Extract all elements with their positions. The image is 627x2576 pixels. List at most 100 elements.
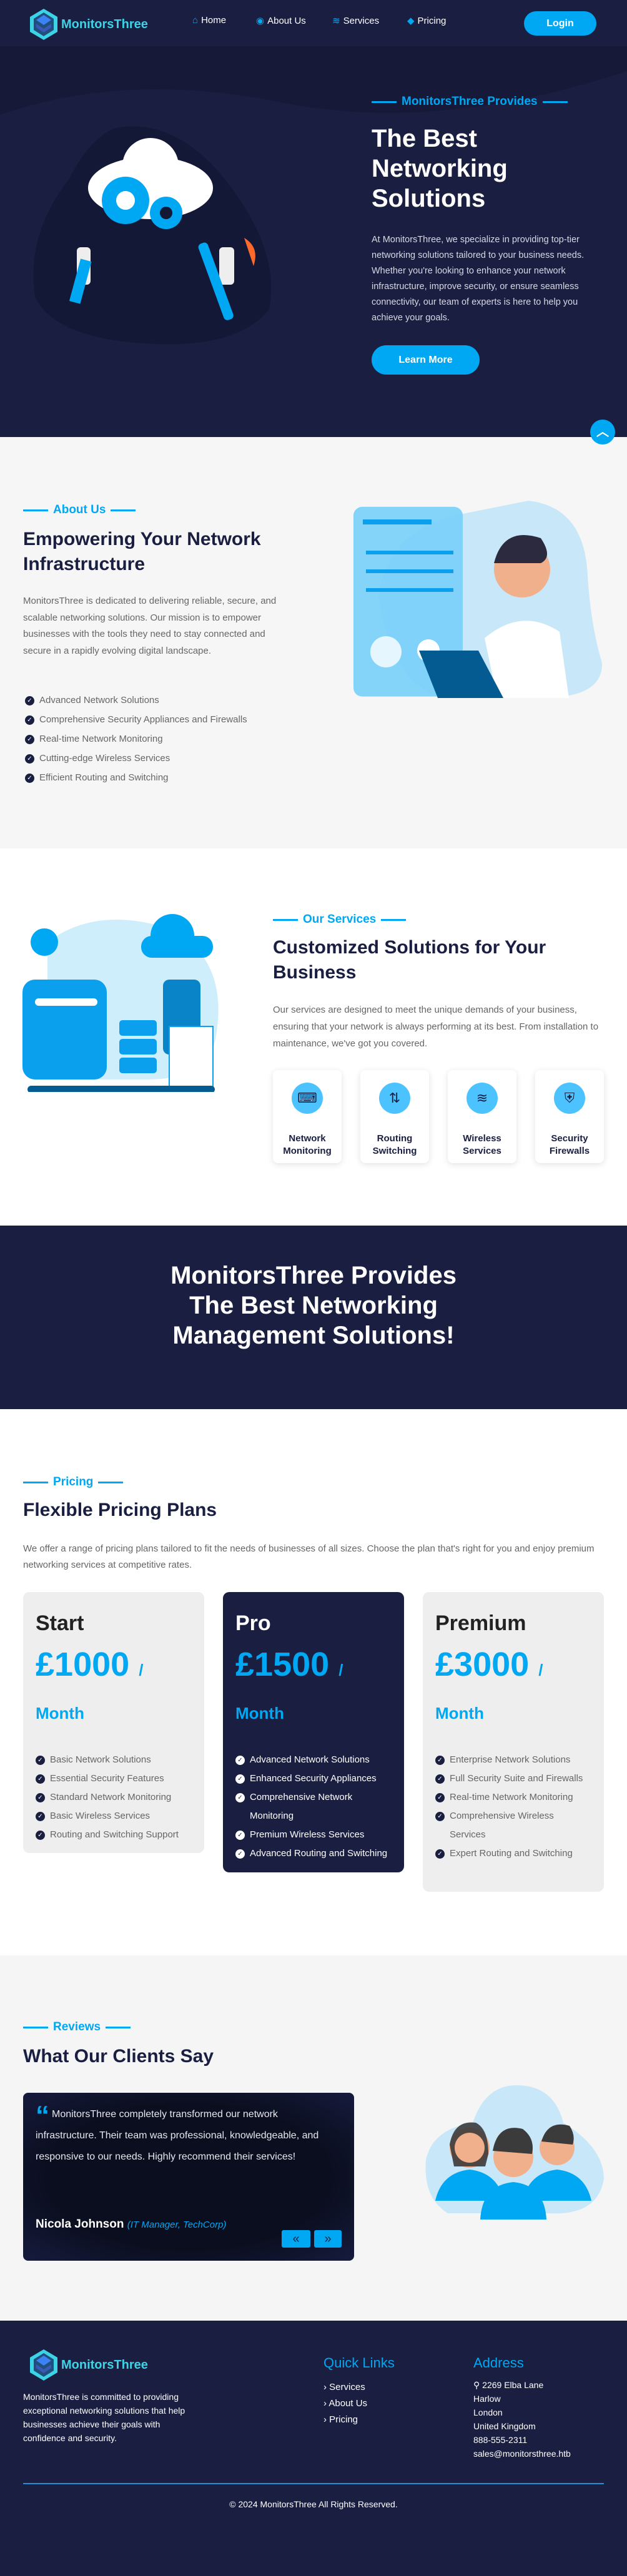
- plan-feature-text: Full Security Suite and Firewalls: [450, 1773, 583, 1784]
- check-icon: ✓: [25, 696, 34, 705]
- check-icon: ✓: [435, 1756, 445, 1765]
- plan-feature-text: Routing and Switching Support: [50, 1829, 179, 1840]
- nav-about[interactable]: ◉About Us: [256, 15, 306, 26]
- feature-text: Comprehensive Security Appliances and Fi…: [39, 714, 247, 725]
- phone: 888-555-2311: [473, 2435, 528, 2445]
- brand-logo[interactable]: MonitorsThree: [29, 7, 148, 41]
- check-icon: ✓: [25, 734, 34, 744]
- footer-link-pricing[interactable]: › Pricing: [323, 2412, 367, 2428]
- services-section: Our Services Customized Solutions for Yo…: [0, 848, 627, 1226]
- nav-pricing-label: Pricing: [417, 16, 447, 26]
- testimonial-quote: “MonitorsThree completely transformed ou…: [36, 2102, 342, 2168]
- check-icon: ✓: [435, 1774, 445, 1784]
- address-text: 2269 Elba Lane: [482, 2380, 544, 2390]
- hero-tagline: MonitorsThree Provides: [372, 95, 568, 109]
- plan-feature-text: Basic Network Solutions: [50, 1754, 151, 1765]
- brand-name: MonitorsThree: [61, 17, 148, 31]
- hero-tagline-text: MonitorsThree Provides: [402, 95, 538, 108]
- monitor-network-icon: ⌨: [292, 1083, 323, 1114]
- hero-text: At MonitorsThree, we specialize in provi…: [372, 235, 585, 323]
- hero-section: MonitorsThree ⌂Home ◉About Us ≋Services …: [0, 0, 627, 437]
- author-role: (IT Manager, TechCorp): [127, 2220, 227, 2230]
- address-block: ⚲ 2269 Elba Lane Harlow London United Ki…: [473, 2378, 571, 2460]
- feature-item: ✓Efficient Routing and Switching: [25, 768, 247, 787]
- next-review-button[interactable]: »: [314, 2230, 342, 2248]
- router-switch-icon: ⇅: [379, 1083, 410, 1114]
- plan-feature: ✓ Advanced Network Solutions: [235, 1751, 392, 1769]
- about-tag: About Us: [23, 503, 136, 517]
- service-card-routing-switching[interactable]: ⇅Routing Switching: [360, 1070, 429, 1163]
- check-icon: ✓: [36, 1812, 45, 1821]
- footer-link-services[interactable]: › Services: [323, 2379, 367, 2396]
- plan-feature-text: Enhanced Security Appliances: [250, 1773, 377, 1784]
- about-tag-text: About Us: [53, 503, 106, 516]
- plan-feature: ✓ Advanced Routing and Switching: [235, 1844, 392, 1863]
- footer-link-label: About Us: [328, 2398, 368, 2409]
- check-icon: ✓: [235, 1831, 245, 1840]
- user-circle-icon: ◉: [256, 16, 265, 26]
- clients-illustration: [425, 2085, 604, 2220]
- plan-feature-text: Advanced Routing and Switching: [250, 1848, 388, 1859]
- check-icon: ✓: [25, 754, 34, 764]
- prev-review-button[interactable]: «: [282, 2230, 310, 2248]
- banner-text: MonitorsThree Provides The Best Networki…: [170, 1262, 457, 1349]
- testimonial-quote-text: MonitorsThree completely transformed our…: [36, 2109, 319, 2162]
- feature-text: Efficient Routing and Switching: [39, 772, 169, 783]
- check-icon: ✓: [435, 1849, 445, 1859]
- scroll-top-button[interactable]: ︿: [590, 420, 615, 445]
- support-agent-illustration: [353, 501, 603, 698]
- service-card-network-monitoring[interactable]: ⌨Network Monitoring: [273, 1070, 342, 1163]
- address-line: ⚲ 2269 Elba Lane: [473, 2378, 571, 2392]
- footer-link-about[interactable]: › About Us: [323, 2396, 367, 2412]
- feature-text: Real-time Network Monitoring: [39, 734, 163, 744]
- about-title: Empowering Your Network Infrastructure: [23, 529, 261, 574]
- login-button[interactable]: Login: [524, 11, 596, 36]
- plan-price: £1500: [235, 1646, 330, 1683]
- plan-feature-text: Expert Routing and Switching: [450, 1848, 573, 1859]
- check-icon: ✓: [235, 1756, 245, 1765]
- about-features: ✓Advanced Network Solutions ✓ Comprehensi…: [25, 691, 247, 787]
- services-tag-text: Our Services: [303, 913, 377, 926]
- reviews-section: Reviews What Our Clients Say “MonitorsTh…: [0, 1955, 627, 2321]
- wireless-router-icon: ≋: [467, 1083, 498, 1114]
- chevron-right-icon: ›: [323, 2398, 329, 2409]
- pricing-text: We offer a range of pricing plans tailor…: [23, 1543, 595, 1570]
- chevron-right-icon: ›: [323, 2414, 330, 2425]
- nav-services[interactable]: ≋Services: [332, 15, 379, 26]
- services-text: Our services are designed to meet the un…: [273, 1005, 599, 1049]
- service-card-wireless[interactable]: ≋Wireless Services: [448, 1070, 516, 1163]
- plan-feature-text: Advanced Network Solutions: [250, 1754, 370, 1765]
- address-line: London: [473, 2407, 503, 2417]
- footer-link-label: Services: [329, 2382, 365, 2392]
- service-card-security[interactable]: ⛨Security Firewalls: [535, 1070, 604, 1163]
- footer-text: MonitorsThree is committed to providing …: [23, 2392, 185, 2443]
- nav-services-label: Services: [343, 16, 380, 26]
- testimonial-author: Nicola Johnson (IT Manager, TechCorp): [36, 2218, 226, 2231]
- shield-lock-icon: ⛨: [554, 1083, 585, 1114]
- plan-card-premium: Premium £3000 / Month ✓Enterprise Networ…: [423, 1592, 604, 1892]
- quick-links: › Services › About Us › Pricing: [323, 2379, 367, 2428]
- plan-card-start: Start £1000 / Month ✓Basic Network Solut…: [23, 1592, 204, 1853]
- learn-more-button[interactable]: Learn More: [372, 345, 480, 375]
- plan-name: Start: [36, 1611, 84, 1635]
- plan-feature: ✓ Real-time Network Monitoring: [435, 1788, 591, 1807]
- quote-icon: “: [36, 2100, 49, 2131]
- plan-feature-text: Premium Wireless Services: [250, 1829, 365, 1840]
- plan-feature-text: Real-time Network Monitoring: [450, 1792, 573, 1802]
- check-icon: ✓: [435, 1812, 445, 1821]
- nav-pricing[interactable]: ◆Pricing: [407, 15, 446, 26]
- pricing-tag: Pricing: [23, 1475, 123, 1489]
- plan-feature: ✓Comprehensive Network Monitoring: [235, 1788, 392, 1826]
- feature-item: ✓Advanced Network Solutions: [25, 691, 247, 710]
- feature-text: Cutting-edge Wireless Services: [39, 753, 170, 764]
- check-icon: ✓: [235, 1849, 245, 1859]
- nav-home[interactable]: ⌂Home: [192, 15, 226, 26]
- plan-feature: ✓Basic Network Solutions: [36, 1751, 192, 1769]
- address-line: Harlow: [473, 2394, 501, 2404]
- plan-period: / Month: [235, 1661, 343, 1723]
- plan-price: £3000: [435, 1646, 530, 1683]
- plan-card-pro: Pro £1500 / Month ✓Advanced Network Solu…: [223, 1592, 404, 1872]
- check-icon: ✓: [435, 1793, 445, 1802]
- about-section: About Us Empowering Your Network Infrast…: [0, 437, 627, 848]
- email: sales@monitorsthree.htb: [473, 2449, 571, 2459]
